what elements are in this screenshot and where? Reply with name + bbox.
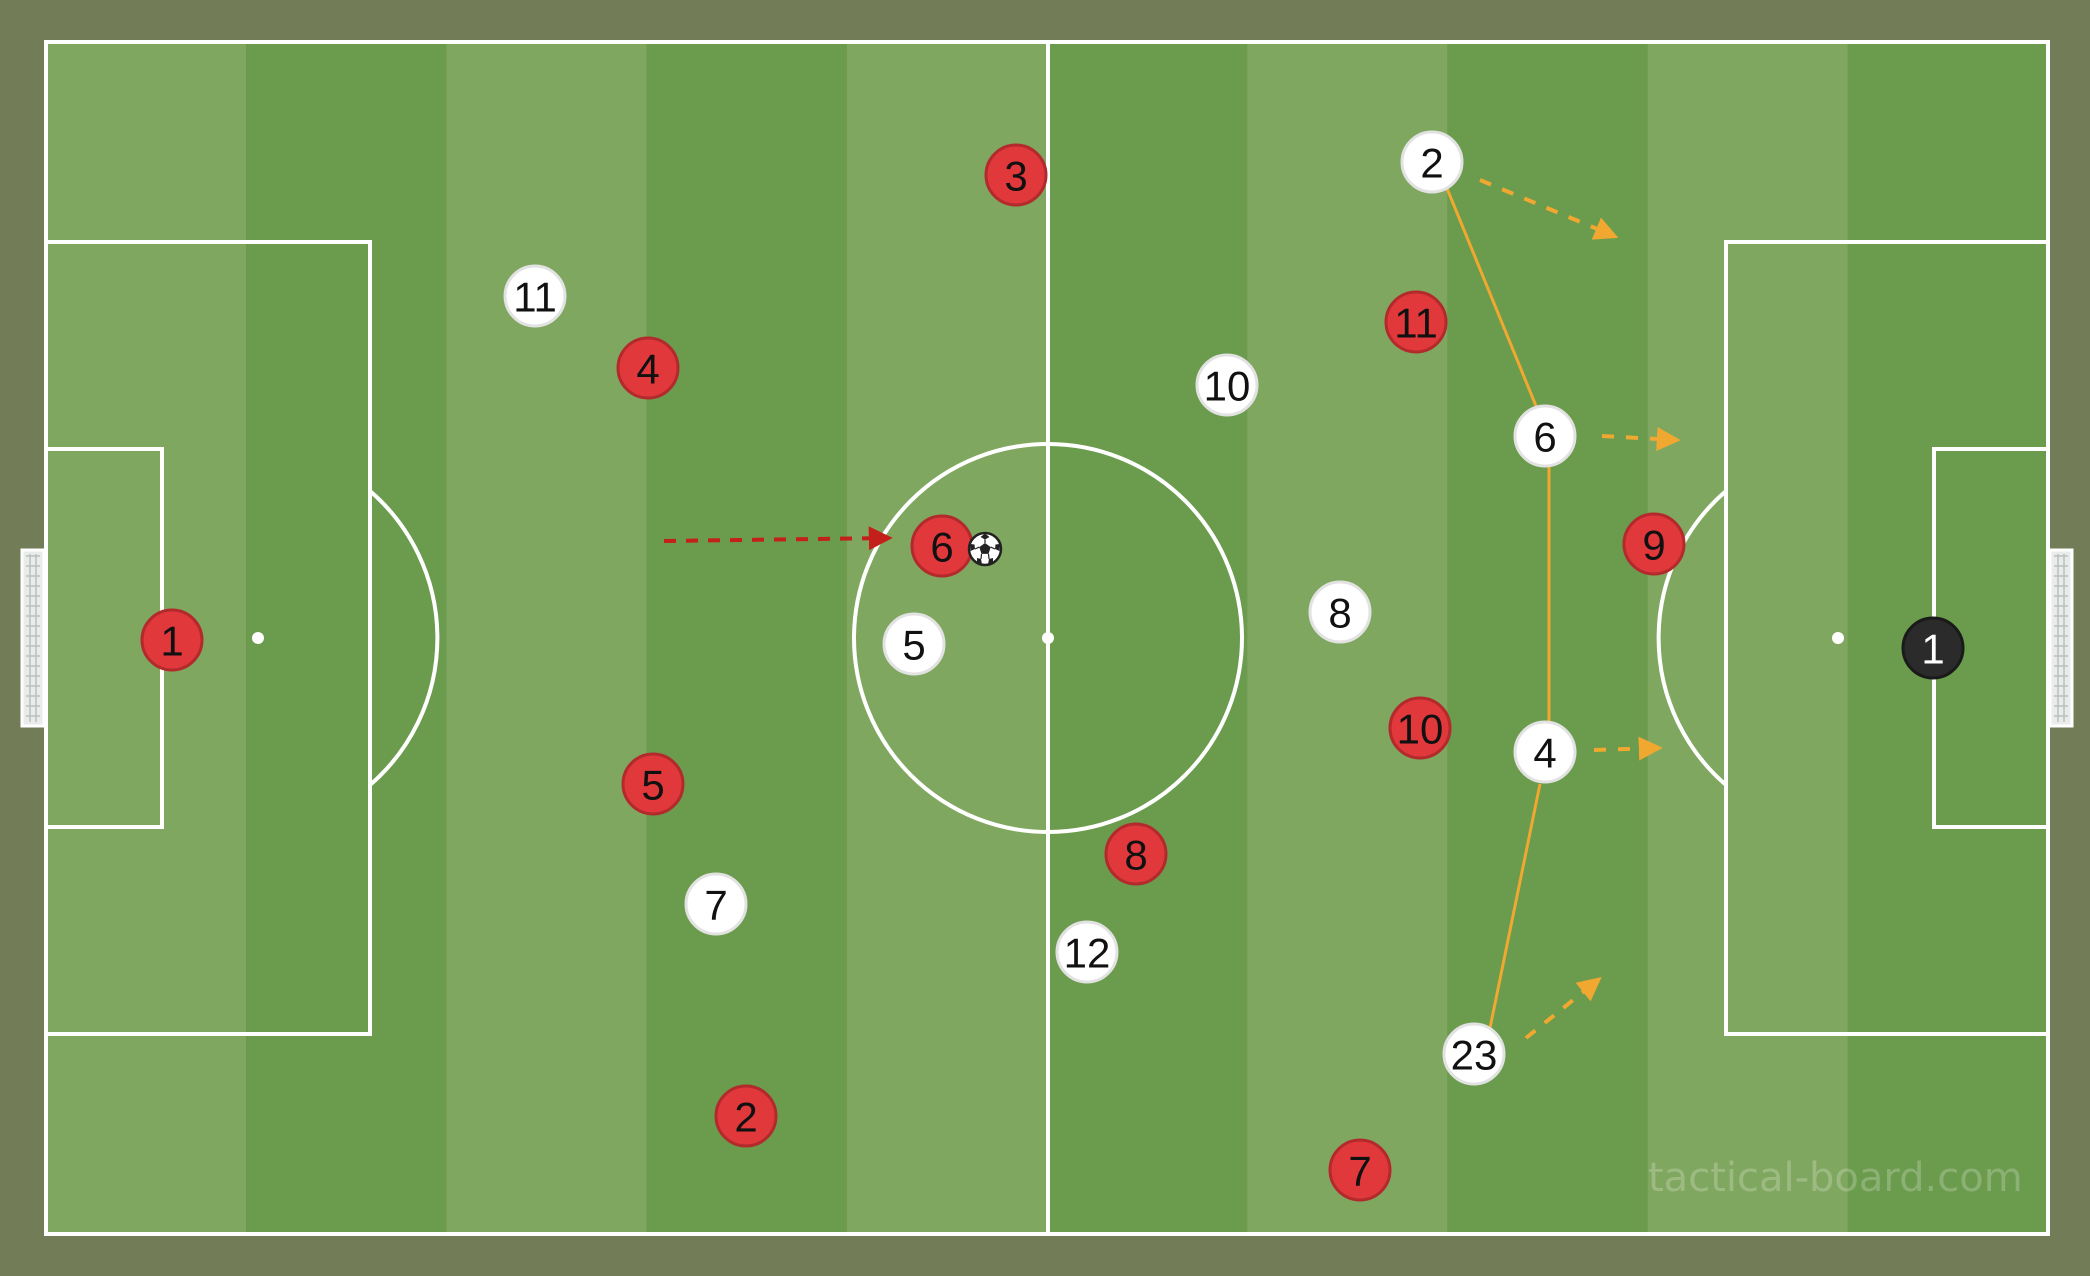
red-player-3[interactable]: 3 (984, 143, 1048, 207)
right-goal (2048, 548, 2074, 728)
red-player-6[interactable]: 6 (910, 514, 974, 578)
red-player-10[interactable]: 10 (1388, 696, 1452, 760)
pitch-stripe (1047, 42, 1248, 1234)
player-token (1901, 616, 1965, 680)
right-penalty-arc (1656, 489, 1728, 787)
pitch-stripe (446, 42, 647, 1234)
player-number: 7 (1348, 1148, 1371, 1195)
player-number: 4 (1533, 730, 1556, 777)
run-arrow-2 (1479, 178, 1619, 240)
red-player-8[interactable]: 8 (1104, 822, 1168, 886)
soccer-ball-icon (967, 531, 1003, 567)
player-token (1308, 580, 1372, 644)
player-number: 6 (1533, 414, 1556, 461)
center-circle (852, 442, 1244, 834)
player-number: 1 (1921, 626, 1944, 673)
white-player-10[interactable]: 10 (1195, 353, 1259, 417)
player-token (1622, 512, 1686, 576)
red-player-1[interactable]: 1 (140, 608, 204, 672)
run-arrow-23 (1524, 976, 1602, 1040)
player-number: 8 (1124, 832, 1147, 879)
white-player-7[interactable]: 7 (684, 872, 748, 936)
pitch-stripe (646, 42, 847, 1234)
white-player-8[interactable]: 8 (1308, 580, 1372, 644)
player-number: 11 (513, 274, 557, 321)
player-number: 2 (1420, 140, 1443, 187)
player-number: 2 (734, 1094, 757, 1141)
run-arrows (1479, 178, 1681, 1040)
player-token (1055, 920, 1119, 984)
player-token (1328, 1138, 1392, 1202)
white-player-12[interactable]: 12 (1055, 920, 1119, 984)
player-number: 11 (1394, 300, 1438, 347)
white-player-11[interactable]: 11 (503, 264, 567, 328)
right-penalty-spot (1832, 632, 1844, 644)
center-spot (1042, 632, 1054, 644)
player-token (1195, 353, 1259, 417)
goalkeeper-player-1[interactable]: 1 (1901, 616, 1965, 680)
white-player-23[interactable]: 23 (1442, 1022, 1506, 1086)
player-token (1513, 720, 1577, 784)
player-number: 23 (1451, 1032, 1498, 1079)
pitch-stripe (1647, 42, 1848, 1234)
white-player-5[interactable]: 5 (882, 612, 946, 676)
player-token (616, 336, 680, 400)
player-token (1104, 822, 1168, 886)
left-penalty-arc (368, 489, 440, 787)
player-number: 1 (160, 618, 183, 665)
red-player-7[interactable]: 7 (1328, 1138, 1392, 1202)
player-token (621, 752, 685, 816)
white-player-6[interactable]: 6 (1513, 404, 1577, 468)
pass-arrow (663, 526, 893, 551)
player-number: 12 (1064, 930, 1111, 977)
player-token (1442, 1022, 1506, 1086)
white-player-2[interactable]: 2 (1400, 130, 1464, 194)
player-number: 5 (902, 622, 925, 669)
red-player-2[interactable]: 2 (714, 1084, 778, 1148)
player-number: 8 (1328, 590, 1351, 637)
player-number: 4 (636, 346, 659, 393)
run-arrow-4 (1593, 736, 1663, 761)
player-token (1400, 130, 1464, 194)
white-team-links (1444, 185, 1551, 1029)
player-token (684, 872, 748, 936)
pitch-spots (252, 632, 1844, 644)
red-player-5[interactable]: 5 (621, 752, 685, 816)
red-player-9[interactable]: 9 (1622, 512, 1686, 576)
player-token (882, 612, 946, 676)
player-token (503, 264, 567, 328)
white-player-4[interactable]: 4 (1513, 720, 1577, 784)
player-number: 5 (641, 762, 664, 809)
player-number: 7 (704, 882, 727, 929)
pitch-stripe (246, 42, 447, 1234)
red-player-11[interactable]: 11 (1384, 290, 1448, 354)
player-token (1513, 404, 1577, 468)
player-number: 10 (1397, 706, 1444, 753)
pitch-stripe (846, 42, 1047, 1234)
player-number: 9 (1642, 522, 1665, 569)
left-penalty-spot (252, 632, 264, 644)
player-token (1384, 290, 1448, 354)
player-token (984, 143, 1048, 207)
link-4-to-23 (1488, 783, 1542, 1029)
left-goal (20, 548, 46, 728)
player-number: 6 (930, 524, 953, 571)
player-token (140, 608, 204, 672)
red-player-4[interactable]: 4 (616, 336, 680, 400)
player-number: 3 (1004, 153, 1027, 200)
player-number: 10 (1204, 363, 1251, 410)
link-2-to-6 (1444, 185, 1538, 407)
watermark: tactical-board.com (1648, 1155, 2023, 1201)
player-token (714, 1084, 778, 1148)
player-token (1388, 696, 1452, 760)
